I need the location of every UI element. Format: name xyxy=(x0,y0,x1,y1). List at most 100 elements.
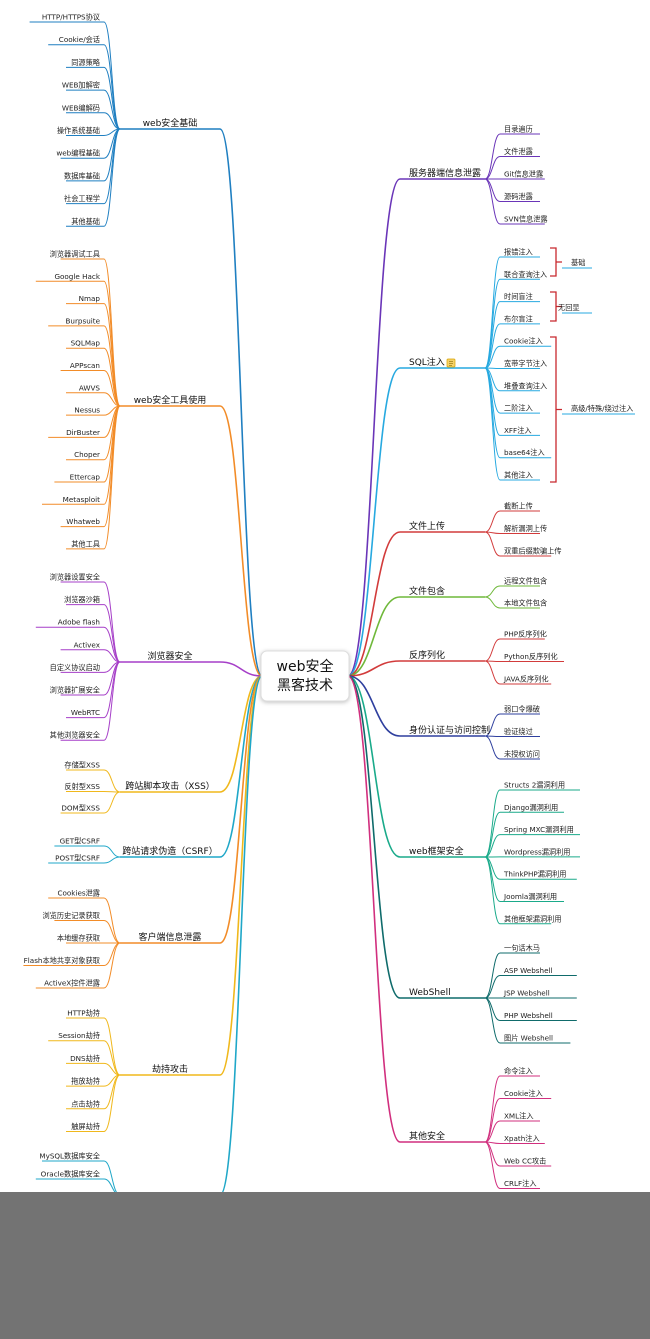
leaf-node-right[interactable]: XML注入 xyxy=(504,1112,534,1121)
leaf-node-left[interactable]: 拖放劫持 xyxy=(71,1077,100,1086)
leaf-node-right[interactable]: 报错注入 xyxy=(504,248,533,257)
leaf-node-right[interactable]: 双重后缀欺骗上传 xyxy=(504,547,562,556)
leaf-node-left[interactable]: 触屏劫持 xyxy=(71,1122,100,1131)
leaf-node-right[interactable]: 联合查询注入 xyxy=(504,270,547,279)
leaf-node-right[interactable]: 命令注入 xyxy=(504,1067,533,1076)
leaf-node-right[interactable]: XFF注入 xyxy=(504,426,532,435)
leaf-node-left[interactable]: WEB加解密 xyxy=(62,81,100,90)
leaf-node-left[interactable]: 数据库基础 xyxy=(64,171,100,180)
branch-node-left[interactable]: 劫持攻击 xyxy=(152,1063,188,1075)
leaf-node-left[interactable]: HTTP劫持 xyxy=(67,1009,100,1018)
leaf-node-left[interactable]: 浏览器沙箱 xyxy=(64,595,100,604)
leaf-node-left[interactable]: 社会工程学 xyxy=(64,194,100,203)
leaf-node-left[interactable]: 存储型XSS xyxy=(64,761,100,770)
leaf-node-right[interactable]: 二阶注入 xyxy=(504,404,533,413)
leaf-node-left[interactable]: Nmap xyxy=(79,294,101,303)
leaf-node-right[interactable]: ThinkPHP漏洞利用 xyxy=(503,870,566,879)
leaf-node-left[interactable]: 其他基础 xyxy=(71,217,100,226)
leaf-node-right[interactable]: Spring MXC漏洞利用 xyxy=(504,825,574,834)
leaf-node-left[interactable]: WEB编解码 xyxy=(62,103,100,112)
leaf-node-left[interactable]: DNS劫持 xyxy=(70,1054,100,1063)
center-node[interactable]: web安全 黑客技术 xyxy=(260,650,350,702)
leaf-node-right[interactable]: 本地文件包含 xyxy=(504,599,547,608)
leaf-node-left[interactable]: 反射型XSS xyxy=(64,782,100,791)
leaf-node-left[interactable]: POST型CSRF xyxy=(55,854,100,863)
leaf-node-left[interactable]: Choper xyxy=(74,450,100,459)
leaf-node-right[interactable]: 远程文件包含 xyxy=(504,577,547,586)
leaf-node-right[interactable]: 目录遍历 xyxy=(504,125,533,134)
leaf-node-left[interactable]: Google Hack xyxy=(54,272,100,281)
leaf-node-left[interactable]: Nessus xyxy=(74,406,100,415)
leaf-node-right[interactable]: 宽带字节注入 xyxy=(504,359,547,368)
leaf-node-right[interactable]: 其他注入 xyxy=(504,471,533,480)
leaf-node-left[interactable]: MySQL数据库安全 xyxy=(39,1152,100,1161)
leaf-node-right[interactable]: PHP反序列化 xyxy=(504,630,547,639)
leaf-node-right[interactable]: Django漏洞利用 xyxy=(504,803,558,812)
leaf-node-right[interactable]: 堆叠查询注入 xyxy=(504,381,547,390)
leaf-node-left[interactable]: ActiveX控件泄露 xyxy=(44,979,100,988)
leaf-node-left[interactable]: 同源策略 xyxy=(71,58,101,67)
leaf-node-right[interactable]: JAVA反序列化 xyxy=(503,675,549,684)
leaf-node-left[interactable]: DOM型XSS xyxy=(61,804,100,813)
leaf-node-left[interactable]: APPscan xyxy=(70,361,100,370)
leaf-node-left[interactable]: 浏览器扩展安全 xyxy=(50,686,101,695)
leaf-node-right[interactable]: 文件泄露 xyxy=(504,147,533,156)
leaf-node-right[interactable]: 源码泄露 xyxy=(504,192,533,201)
leaf-node-right[interactable]: PHP Webshell xyxy=(504,1011,553,1020)
leaf-node-left[interactable]: Oracle数据库安全 xyxy=(41,1170,101,1179)
branch-node-right[interactable]: 反序列化 xyxy=(409,649,445,661)
branch-node-left[interactable]: web安全工具使用 xyxy=(134,394,207,406)
leaf-node-left[interactable]: Burpsuite xyxy=(65,316,100,325)
branch-node-left[interactable]: 客户端信息泄露 xyxy=(138,931,201,943)
leaf-node-right[interactable]: Cookie注入 xyxy=(504,337,543,346)
leaf-node-right[interactable]: Git信息泄露 xyxy=(504,170,543,179)
leaf-node-left[interactable]: AWVS xyxy=(79,383,101,392)
leaf-node-right[interactable]: 时间盲注 xyxy=(504,292,533,301)
leaf-node-left[interactable]: Cookies泄露 xyxy=(57,889,100,898)
branch-node-right[interactable]: 其他安全 xyxy=(409,1130,445,1142)
leaf-node-left[interactable]: GET型CSRF xyxy=(60,837,100,846)
leaf-node-right[interactable]: JSP Webshell xyxy=(503,989,550,998)
leaf-node-left[interactable]: Activex xyxy=(74,640,101,649)
leaf-node-right[interactable]: 未授权访问 xyxy=(504,750,540,759)
leaf-node-left[interactable]: 本地缓存获取 xyxy=(57,934,100,943)
leaf-node-left[interactable]: Cookie/会话 xyxy=(59,35,100,44)
leaf-node-left[interactable]: 自定义协议启动 xyxy=(50,663,100,672)
leaf-node-left[interactable]: SQLMap xyxy=(71,339,101,348)
leaf-node-right[interactable]: 解析漏洞上传 xyxy=(504,524,547,533)
leaf-node-right[interactable]: CRLF注入 xyxy=(504,1179,537,1188)
leaf-node-right[interactable]: base64注入 xyxy=(504,448,545,457)
branch-node-left[interactable]: 浏览器安全 xyxy=(147,650,192,662)
leaf-node-right[interactable]: Xpath注入 xyxy=(504,1134,540,1143)
leaf-node-right[interactable]: 布尔盲注 xyxy=(504,314,533,323)
branch-node-left[interactable]: 跨站脚本攻击（XSS） xyxy=(125,780,215,792)
leaf-node-left[interactable]: Metasploit xyxy=(63,495,101,504)
leaf-node-left[interactable]: Adobe flash xyxy=(58,618,100,627)
branch-node-right[interactable]: 身份认证与访问控制 xyxy=(409,724,490,736)
branch-node-right[interactable]: 文件上传 xyxy=(409,520,445,532)
leaf-node-right[interactable]: Cookie注入 xyxy=(504,1089,543,1098)
leaf-node-right[interactable]: ASP Webshell xyxy=(504,966,552,975)
leaf-node-right[interactable]: 其他框架漏洞利用 xyxy=(504,914,562,923)
branch-node-right[interactable]: SQL注入 xyxy=(409,356,445,368)
branch-node-right[interactable]: 文件包含 xyxy=(409,585,445,597)
leaf-node-left[interactable]: Session劫持 xyxy=(58,1031,100,1040)
branch-node-right[interactable]: 服务器端信息泄露 xyxy=(409,167,481,179)
leaf-node-left[interactable]: 浏览历史记录获取 xyxy=(42,911,100,920)
leaf-node-left[interactable]: 点击劫持 xyxy=(71,1099,100,1108)
leaf-node-right[interactable]: 图片 Webshell xyxy=(504,1034,553,1043)
leaf-node-right[interactable]: Wordpress漏洞利用 xyxy=(504,847,571,856)
leaf-node-right[interactable]: 弱口令爆破 xyxy=(504,705,540,714)
leaf-node-right[interactable]: 截断上传 xyxy=(504,502,533,511)
leaf-node-left[interactable]: 浏览器设置安全 xyxy=(50,573,101,582)
branch-node-right[interactable]: WebShell xyxy=(409,988,451,998)
leaf-node-left[interactable]: 其他浏览器安全 xyxy=(50,731,101,740)
leaf-node-right[interactable]: Python反序列化 xyxy=(504,652,558,661)
leaf-node-right[interactable]: SVN信息泄露 xyxy=(504,215,548,224)
leaf-node-left[interactable]: Whatweb xyxy=(66,517,100,526)
leaf-node-right[interactable]: Web CC攻击 xyxy=(504,1157,546,1166)
leaf-node-left[interactable]: Ettercap xyxy=(70,473,101,482)
leaf-node-right[interactable]: 验证绕过 xyxy=(504,727,533,736)
leaf-node-left[interactable]: Flash本地共享对象获取 xyxy=(24,956,100,965)
leaf-node-left[interactable]: 浏览器调试工具 xyxy=(50,250,100,259)
